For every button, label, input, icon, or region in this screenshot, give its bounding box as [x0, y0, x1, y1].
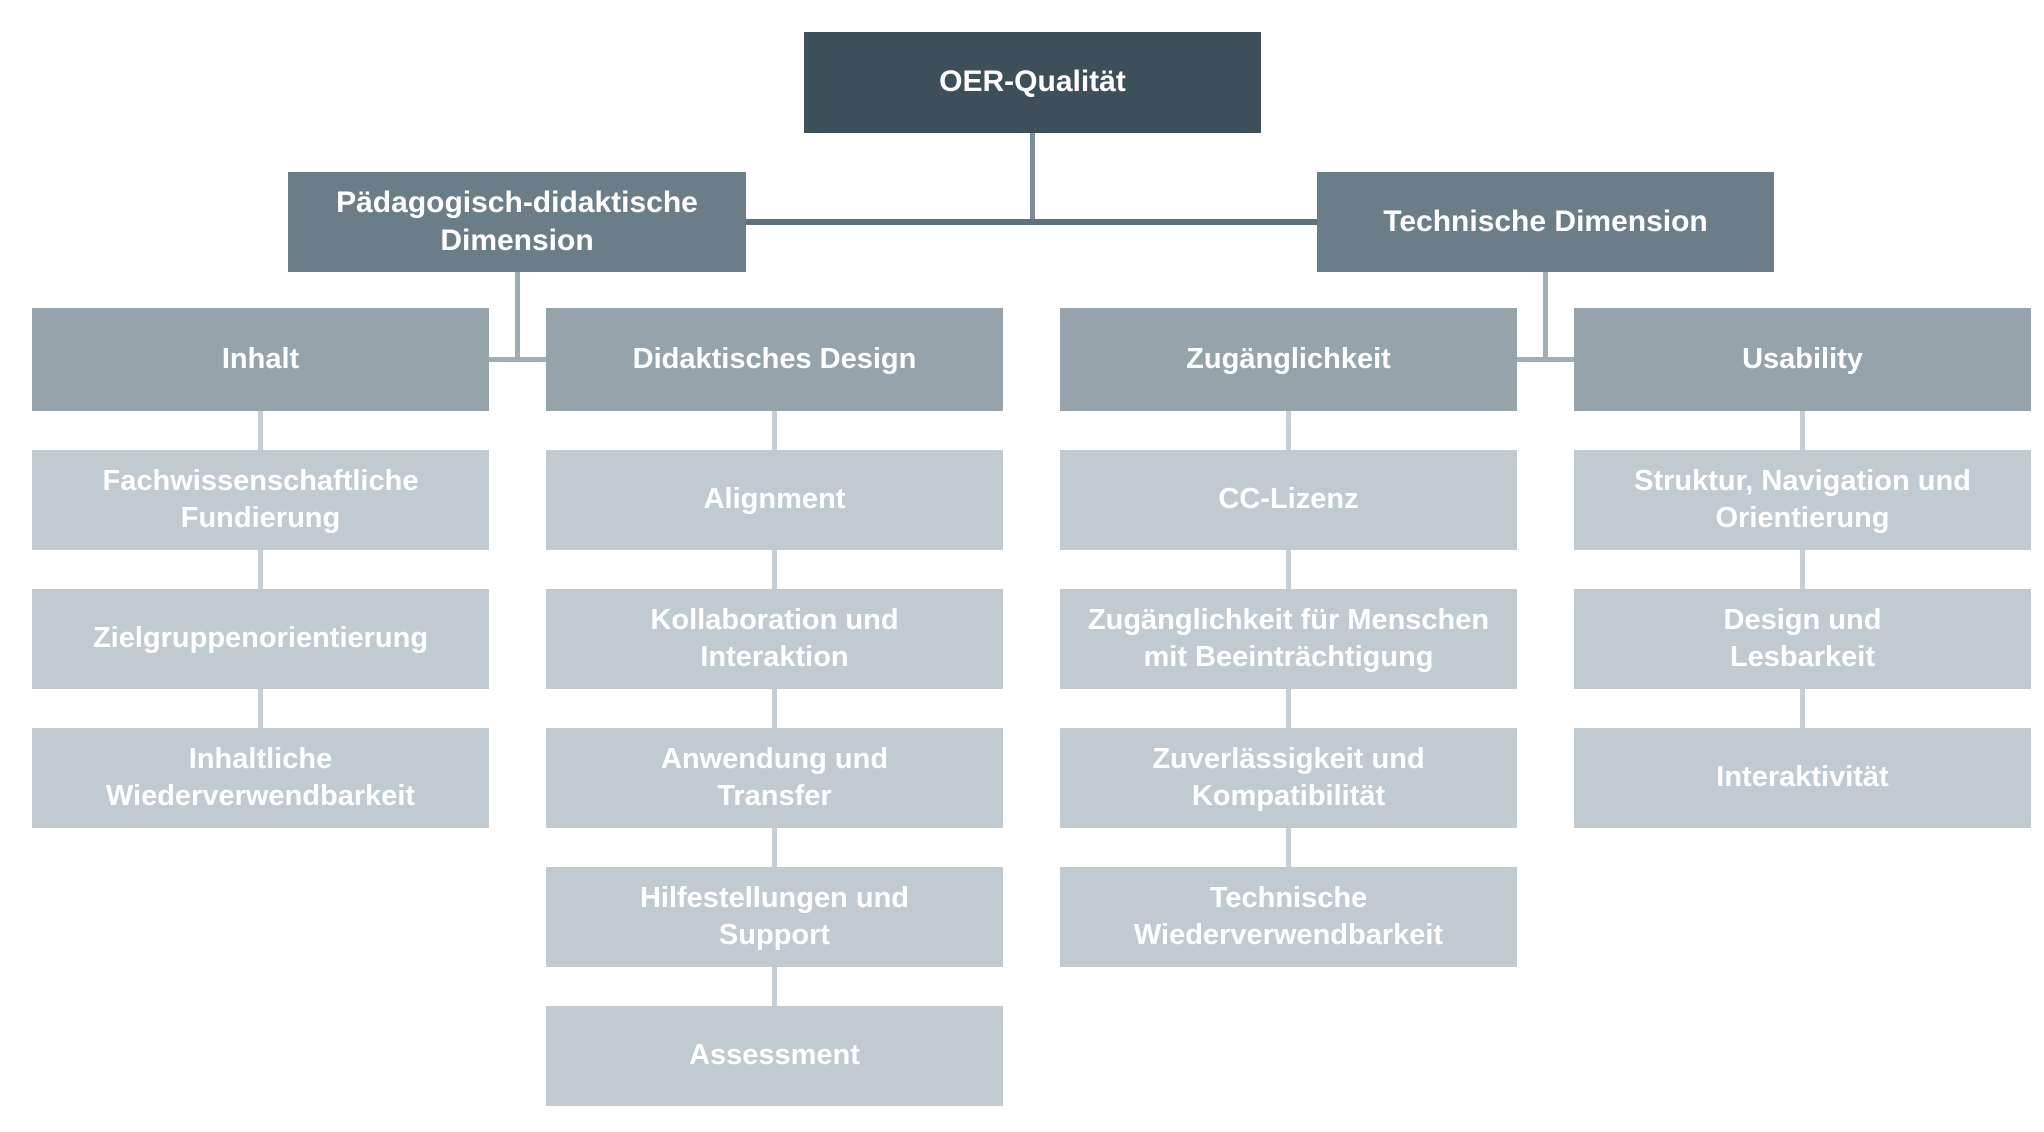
connector-paedagogisch-vertical [515, 272, 520, 360]
node-item-anwendung-und-transfer: Anwendung und Transfer [546, 728, 1003, 828]
connector-col1-item2-item3 [258, 689, 263, 728]
node-item-design-und-lesbarkeit: Design und Lesbarkeit [1574, 589, 2031, 689]
node-item-zuverlaessigkeit-und-kompatibilitaet: Zuverlässigkeit und Kompatibilität [1060, 728, 1517, 828]
connector-col3-header-item1 [1286, 411, 1291, 450]
node-item-inhaltliche-wiederverwendbarkeit: Inhaltliche Wiederverwendbarkeit [32, 728, 489, 828]
node-item-zielgruppenorientierung: Zielgruppenorientierung [32, 589, 489, 689]
node-item-alignment: Alignment [546, 450, 1003, 550]
connector-dimensions-horizontal [746, 219, 1317, 225]
connector-col3-item1-item2 [1286, 550, 1291, 589]
node-item-cc-lizenz: CC-Lizenz [1060, 450, 1517, 550]
connector-col2-item3-item4 [772, 828, 777, 867]
node-header-didaktisches-design: Didaktisches Design [546, 308, 1003, 411]
connector-technisch-vertical [1543, 272, 1548, 360]
connector-col3-item3-item4 [1286, 828, 1291, 867]
node-header-usability: Usability [1574, 308, 2031, 411]
node-item-fachwissenschaftliche-fundierung: Fachwissenschaftliche Fundierung [32, 450, 489, 550]
connector-col1-item1-item2 [258, 550, 263, 589]
connector-col2-item2-item3 [772, 689, 777, 728]
node-item-struktur-navigation-orientierung: Struktur, Navigation und Orientierung [1574, 450, 2031, 550]
connector-root-vertical [1030, 133, 1035, 220]
connector-col4-header-item1 [1800, 411, 1805, 450]
node-header-zugaenglichkeit: Zugänglichkeit [1060, 308, 1517, 411]
node-dimension-technisch: Technische Dimension [1317, 172, 1774, 272]
connector-col1-header-item1 [258, 411, 263, 450]
connector-col3-item2-item3 [1286, 689, 1291, 728]
node-item-zugaenglichkeit-fuer-menschen: Zugänglichkeit für Menschen mit Beeinträ… [1060, 589, 1517, 689]
node-item-hilfestellungen-und-support: Hilfestellungen und Support [546, 867, 1003, 967]
connector-paedagogisch-horizontal [489, 357, 546, 362]
node-dimension-paedagogisch-didaktisch: Pädagogisch-didaktische Dimension [288, 172, 746, 272]
node-item-assessment: Assessment [546, 1006, 1003, 1106]
connector-col2-item1-item2 [772, 550, 777, 589]
node-item-interaktivitaet: Interaktivität [1574, 728, 2031, 828]
connector-technisch-horizontal [1517, 357, 1574, 362]
node-header-inhalt: Inhalt [32, 308, 489, 411]
connector-col4-item1-item2 [1800, 550, 1805, 589]
connector-col2-header-item1 [772, 411, 777, 450]
node-item-technische-wiederverwendbarkeit: Technische Wiederverwendbarkeit [1060, 867, 1517, 967]
connector-col4-item2-item3 [1800, 689, 1805, 728]
node-oer-qualitaet: OER-Qualität [804, 32, 1261, 133]
node-item-kollaboration-und-interaktion: Kollaboration und Interaktion [546, 589, 1003, 689]
connector-col2-item4-item5 [772, 967, 777, 1006]
